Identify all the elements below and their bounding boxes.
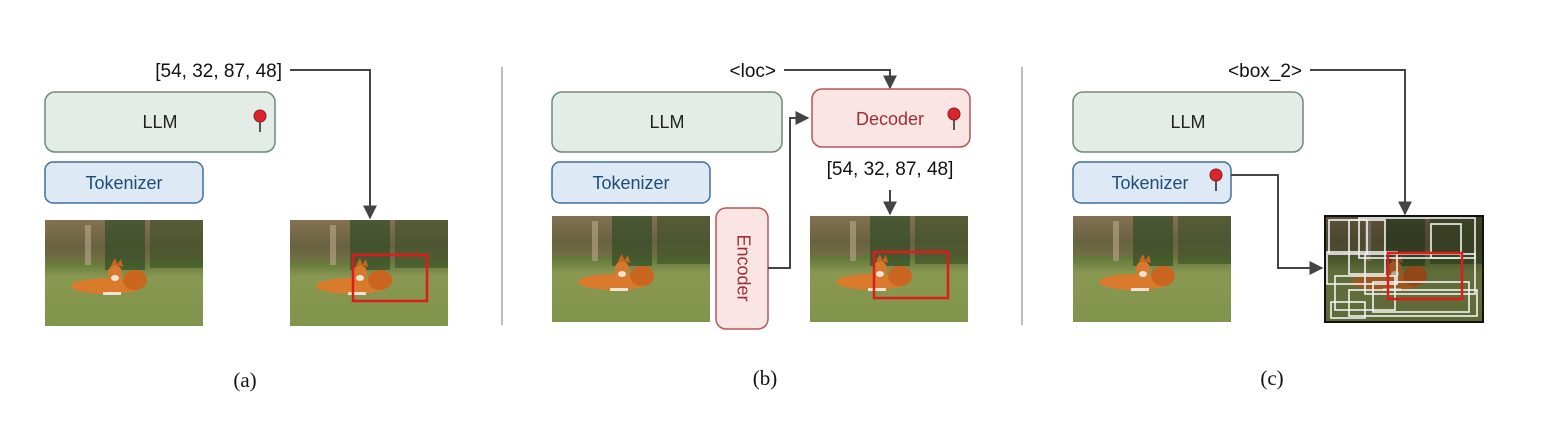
bounding-box xyxy=(1386,251,1464,301)
panel-c-llm-box: LLM xyxy=(1072,91,1304,153)
panel-b-output-arrow xyxy=(784,69,897,90)
panel-b-output-text: <loc> xyxy=(730,61,776,82)
panel-a-input-image xyxy=(45,220,203,326)
panel-c-output-arrow xyxy=(1310,69,1412,216)
panel-b-input-image xyxy=(552,216,710,322)
panel-c-tokenizer-label: Tokenizer xyxy=(1111,173,1188,193)
panel-b: <loc> LLM Decoder [54, 32, 87, 48] Token… xyxy=(551,61,971,390)
panel-c-output-image xyxy=(1324,215,1484,323)
panel-b-encoder-box: Encoder xyxy=(715,207,769,330)
panel-c-llm-label: LLM xyxy=(1170,112,1205,132)
panel-b-encoder-label: Encoder xyxy=(733,234,753,301)
panel-b-decoder-box: Decoder xyxy=(811,88,971,148)
panel-c-output-text: <box_2> xyxy=(1228,61,1302,82)
panel-b-llm-box: LLM xyxy=(551,91,783,153)
bounding-box xyxy=(872,250,950,300)
panel-c: <box_2> LLM Tokenizer xyxy=(1072,61,1484,390)
panel-b-output-image xyxy=(810,216,968,322)
panel-c-tokenizer-box: Tokenizer xyxy=(1072,161,1232,204)
panel-a-output-image xyxy=(290,220,448,326)
panel-a-caption: (a) xyxy=(233,368,256,392)
panel-a-output-arrow xyxy=(290,69,377,220)
pin-icon xyxy=(253,109,267,132)
panel-a-tokenizer-box: Tokenizer xyxy=(44,161,204,204)
panel-a: [54, 32, 87, 48] LLM Tokenizer (a) xyxy=(44,61,448,392)
panel-b-encoder-arrow xyxy=(768,111,810,269)
panel-b-caption: (b) xyxy=(753,366,778,390)
panel-c-input-image xyxy=(1073,216,1231,322)
candidate-boxes xyxy=(1326,217,1478,319)
panel-a-llm-label: LLM xyxy=(142,112,177,132)
panel-a-llm-box: LLM xyxy=(44,91,276,153)
panel-b-decoder-output-text: [54, 32, 87, 48] xyxy=(827,159,954,180)
panel-c-tokenizer-arrow xyxy=(1231,174,1324,275)
panel-b-tokenizer-box: Tokenizer xyxy=(551,161,711,204)
panel-b-llm-label: LLM xyxy=(649,112,684,132)
panel-b-tokenizer-label: Tokenizer xyxy=(592,173,669,193)
pin-icon xyxy=(947,107,961,130)
pin-icon xyxy=(1209,168,1223,191)
panel-b-decoder-label: Decoder xyxy=(856,109,924,129)
panel-a-output-text: [54, 32, 87, 48] xyxy=(155,61,282,82)
bounding-box xyxy=(351,253,429,303)
panel-c-caption: (c) xyxy=(1260,366,1283,390)
panel-a-tokenizer-label: Tokenizer xyxy=(85,173,162,193)
